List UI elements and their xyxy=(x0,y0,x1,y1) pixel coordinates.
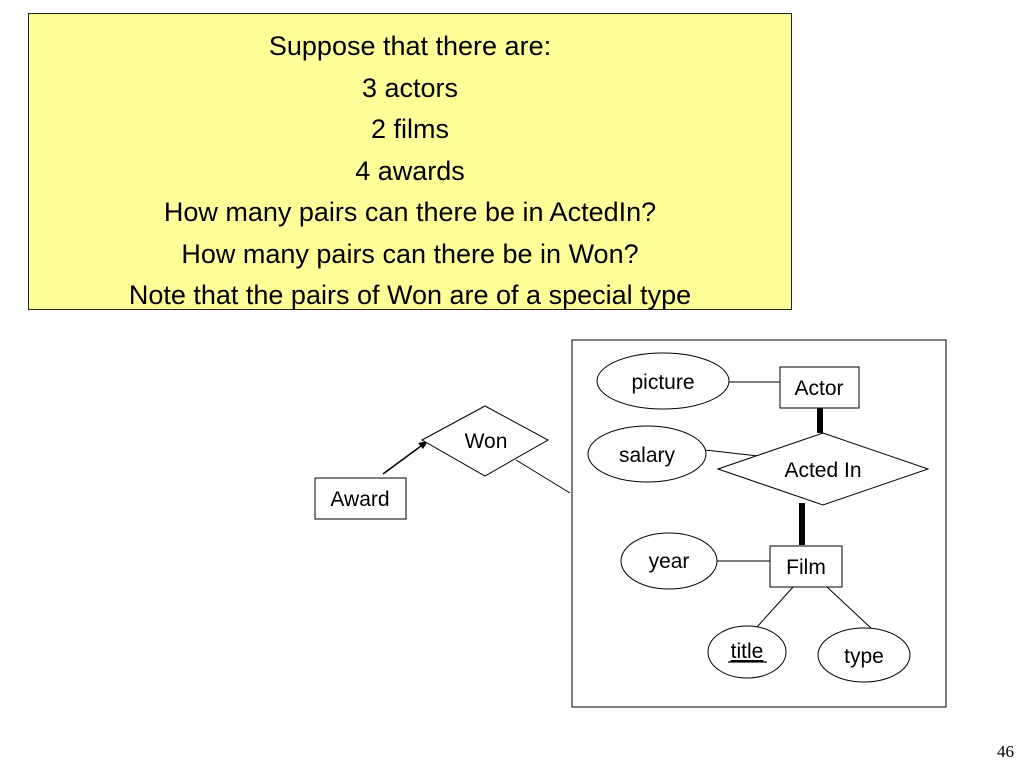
salary-attribute xyxy=(587,425,707,483)
film-label: Film xyxy=(786,556,826,579)
won-relationship xyxy=(420,405,550,477)
picture-label: picture xyxy=(631,371,694,394)
actor-label: Actor xyxy=(794,377,843,400)
title-attribute xyxy=(707,625,787,679)
question-line: How many pairs can there be in ActedIn? xyxy=(163,197,657,227)
award-label: Award xyxy=(330,488,389,511)
aggregation-box xyxy=(571,339,947,708)
picture-attribute xyxy=(596,352,730,410)
arrowhead-icon xyxy=(418,441,428,449)
question-box: Suppose that there are: 3 actors 2 films… xyxy=(28,13,792,310)
question-line: Note that the pairs of Won are of a spec… xyxy=(128,280,692,310)
actor-entity xyxy=(779,366,860,409)
acted-in-relationship xyxy=(716,432,930,506)
film-type-line xyxy=(826,586,873,630)
year-attribute xyxy=(620,532,718,590)
acted-in-label: Acted In xyxy=(784,459,861,482)
type-attribute xyxy=(817,627,911,683)
question-line: Suppose that there are: xyxy=(268,31,552,61)
film-title-line xyxy=(756,586,794,628)
film-entity xyxy=(769,545,843,588)
salary-label: salary xyxy=(619,444,676,467)
year-label: year xyxy=(649,550,690,573)
award-entity xyxy=(314,477,407,520)
title-label: title xyxy=(731,640,764,663)
question-line: How many pairs can there be in Won? xyxy=(181,238,639,269)
won-label: Won xyxy=(465,430,508,453)
question-line: 2 films xyxy=(370,114,449,144)
question-line: 3 actors xyxy=(361,72,459,103)
award-won-arrow-line xyxy=(382,445,422,475)
type-label: type xyxy=(844,645,884,668)
question-line: 4 awards xyxy=(355,155,465,186)
salary-actedin-line xyxy=(704,449,759,457)
won-aggregation-line xyxy=(515,459,571,494)
page-number: 46 xyxy=(997,742,1014,761)
